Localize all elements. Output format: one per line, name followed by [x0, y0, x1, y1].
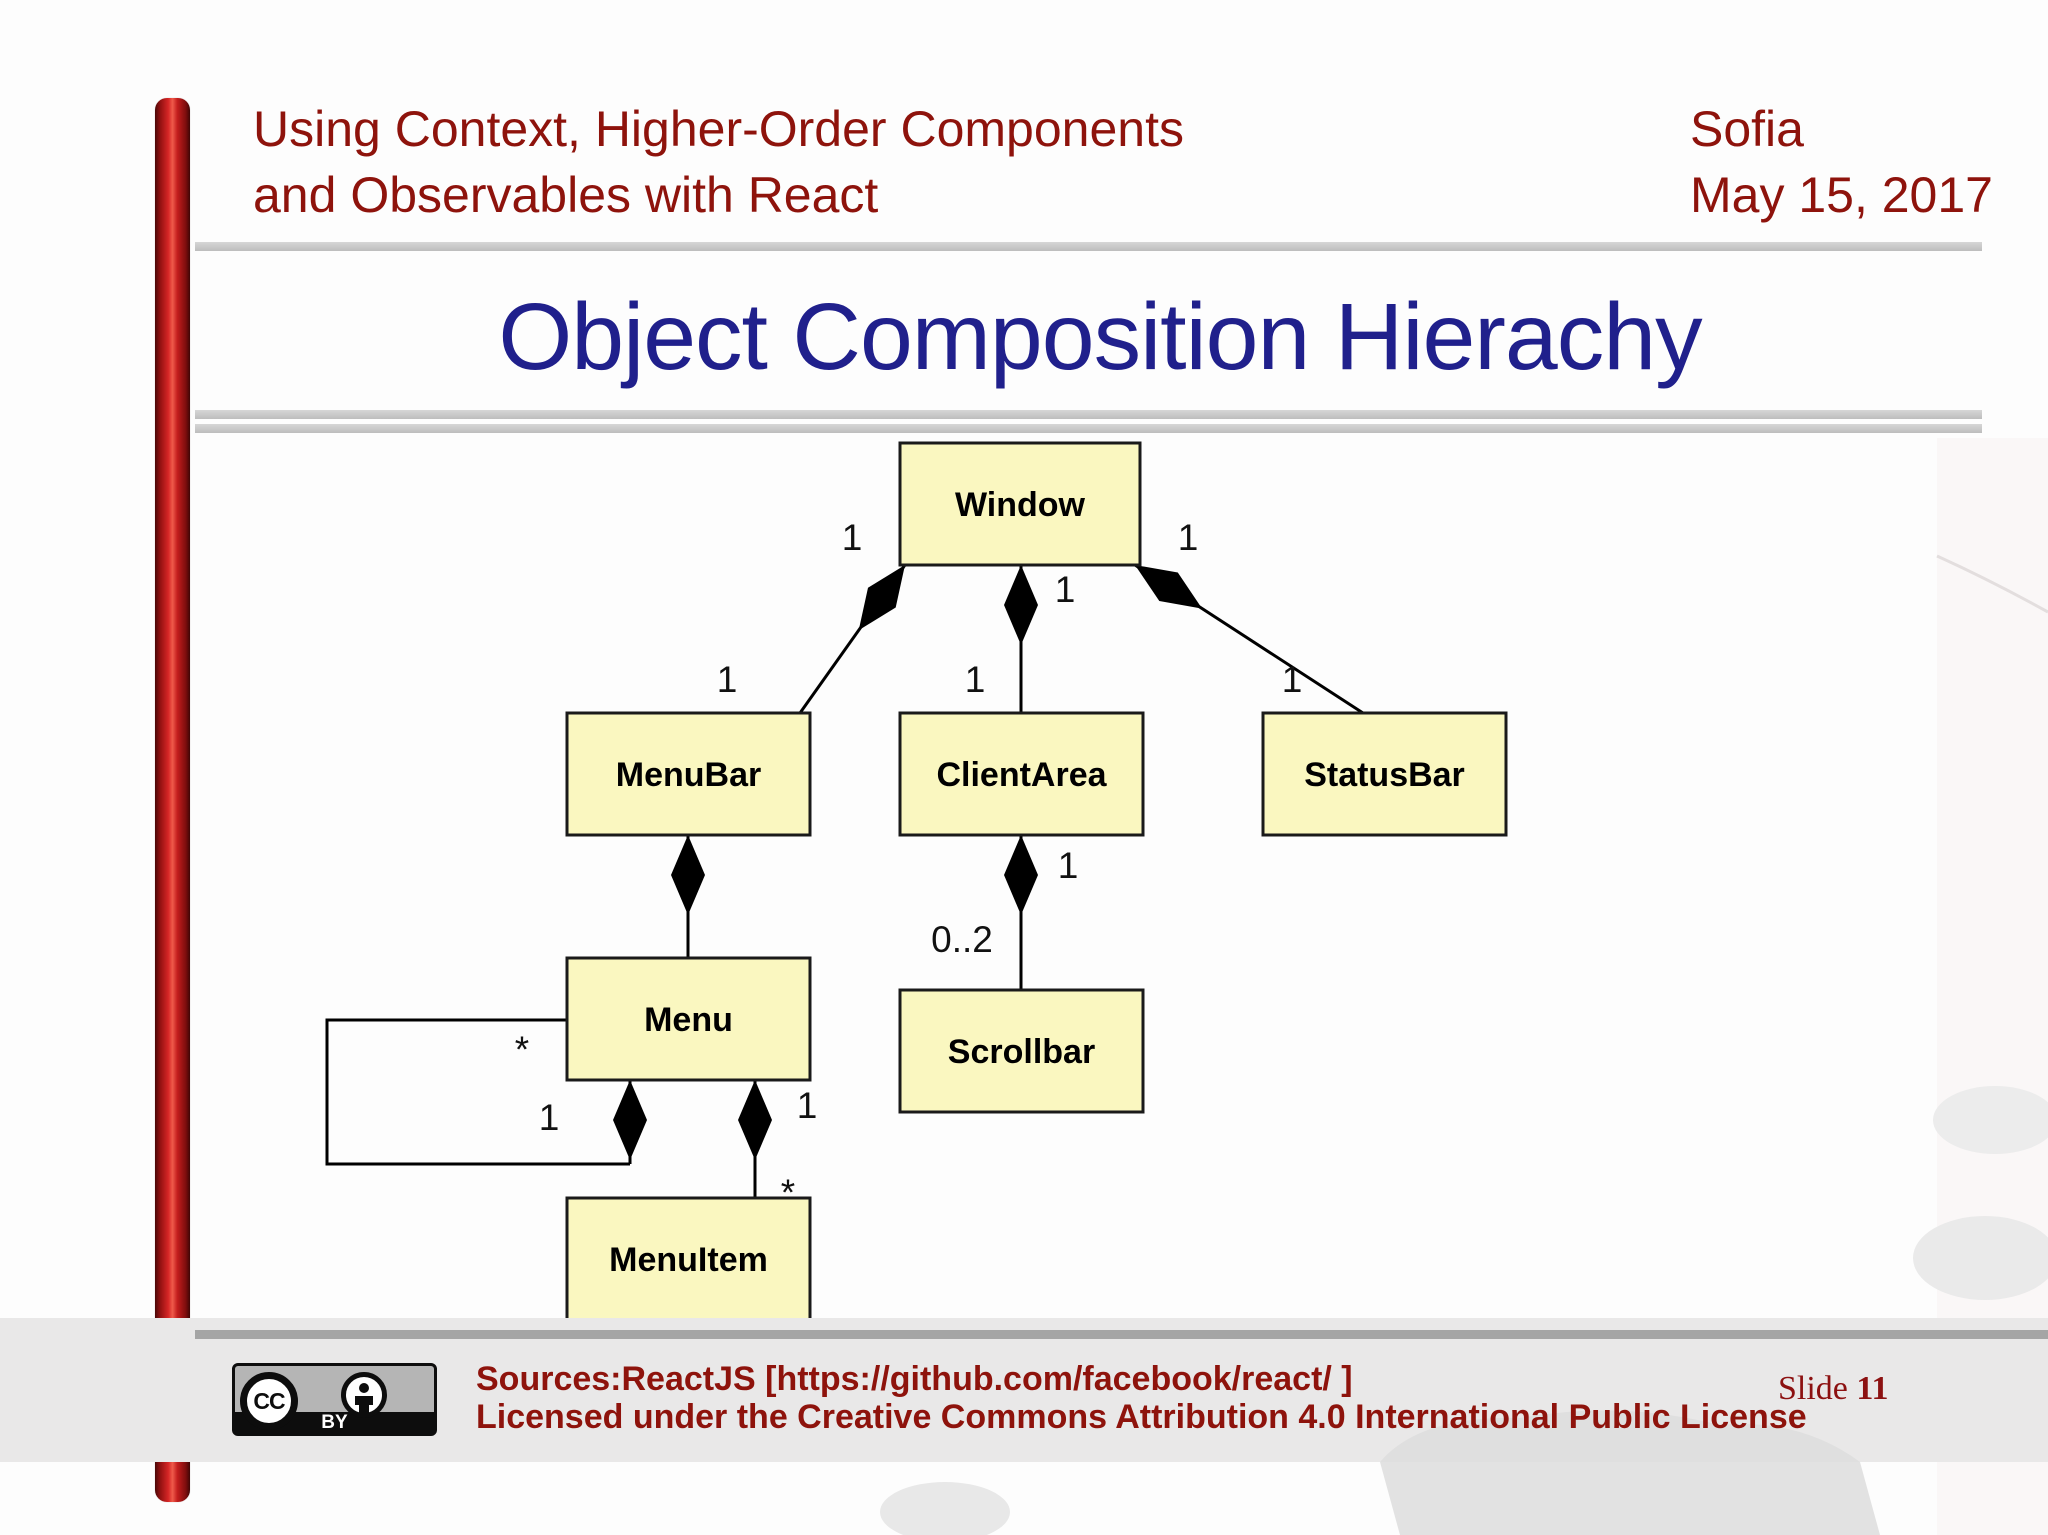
multiplicity-label: 1 — [965, 659, 986, 700]
class-box-label-statusbar: StatusBar — [1304, 756, 1465, 794]
composition-diamond-icon — [858, 565, 905, 631]
composition-diamond-icon — [671, 835, 705, 915]
multiplicity-label: 1 — [1178, 517, 1199, 558]
multiplicity-label: 1 — [717, 659, 738, 700]
composition-diamond-icon — [1004, 565, 1038, 645]
composition-edge-menu-menu — [325, 1018, 630, 1166]
title-divider-rule-top — [195, 410, 1982, 419]
header-date: May 15, 2017 — [1690, 167, 1993, 223]
cc-logo-text: CC — [253, 1387, 285, 1414]
red-accent-bar — [155, 98, 190, 1502]
header-location: Sofia — [1690, 101, 1804, 157]
composition-diamond-icon — [613, 1080, 647, 1160]
footer-source-text: Sources:ReactJS [https://github.com/face… — [476, 1360, 1807, 1436]
cc-by-license-badge: BY CC — [232, 1363, 437, 1436]
class-box-label-menu: Menu — [644, 1001, 733, 1039]
title-divider-rule-bottom — [195, 424, 1982, 433]
footer-license-line: Licensed under the Creative Commons Attr… — [476, 1398, 1807, 1436]
class-box-label-scrollbar: Scrollbar — [948, 1033, 1095, 1071]
class-box-label-window: Window — [955, 486, 1086, 524]
composition-diamond-icon — [1004, 835, 1038, 915]
multiplicity-label: 1 — [1282, 659, 1303, 700]
class-box-statusbar — [1261, 711, 1508, 837]
composition-diamond-icon — [738, 1080, 772, 1160]
multiplicity-label: 1 — [1055, 569, 1076, 610]
class-box-label-menubar: MenuBar — [616, 756, 761, 794]
class-box-label-clientarea: ClientArea — [936, 756, 1107, 794]
multiplicity-label: 1 — [842, 517, 863, 558]
slide-number-value: 11 — [1856, 1370, 1889, 1407]
multiplicity-label: 1 — [1058, 845, 1079, 886]
class-box-label-menuitem: MenuItem — [609, 1241, 768, 1279]
header-presentation-title: Using Context, Higher-Order Components a… — [253, 96, 1184, 228]
class-box-clientarea — [898, 711, 1145, 837]
attribution-person-icon — [341, 1372, 387, 1418]
header-event-info: Sofia May 15, 2017 — [1690, 96, 1993, 228]
slide-title: Object Composition Hierachy — [498, 284, 1702, 390]
class-box-menu — [565, 956, 812, 1082]
slide-number-label: Slide — [1778, 1370, 1857, 1407]
header-divider-rule — [195, 242, 1982, 251]
slide-number: Slide 11 — [1778, 1370, 1889, 1408]
class-box-menubar — [565, 711, 812, 837]
class-box-menuitem — [565, 1196, 812, 1322]
cc-by-label: BY — [321, 1412, 348, 1433]
multiplicity-label: 1 — [539, 1097, 560, 1138]
class-box-scrollbar — [898, 988, 1145, 1114]
footer-top-shadow — [195, 1330, 2048, 1339]
header-title-line1: Using Context, Higher-Order Components — [253, 101, 1184, 157]
footer-sources-line: Sources:ReactJS [https://github.com/face… — [476, 1360, 1353, 1398]
multiplicity-label: * — [515, 1029, 529, 1070]
header-title-line2: and Observables with React — [253, 167, 879, 223]
cc-logo-icon: CC — [240, 1372, 298, 1430]
person-glyph — [355, 1383, 373, 1413]
multiplicity-label: 1 — [797, 1085, 818, 1126]
multiplicity-label: 0..2 — [931, 919, 993, 960]
composition-diamond-icon — [1135, 565, 1203, 609]
class-box-window — [898, 441, 1142, 567]
